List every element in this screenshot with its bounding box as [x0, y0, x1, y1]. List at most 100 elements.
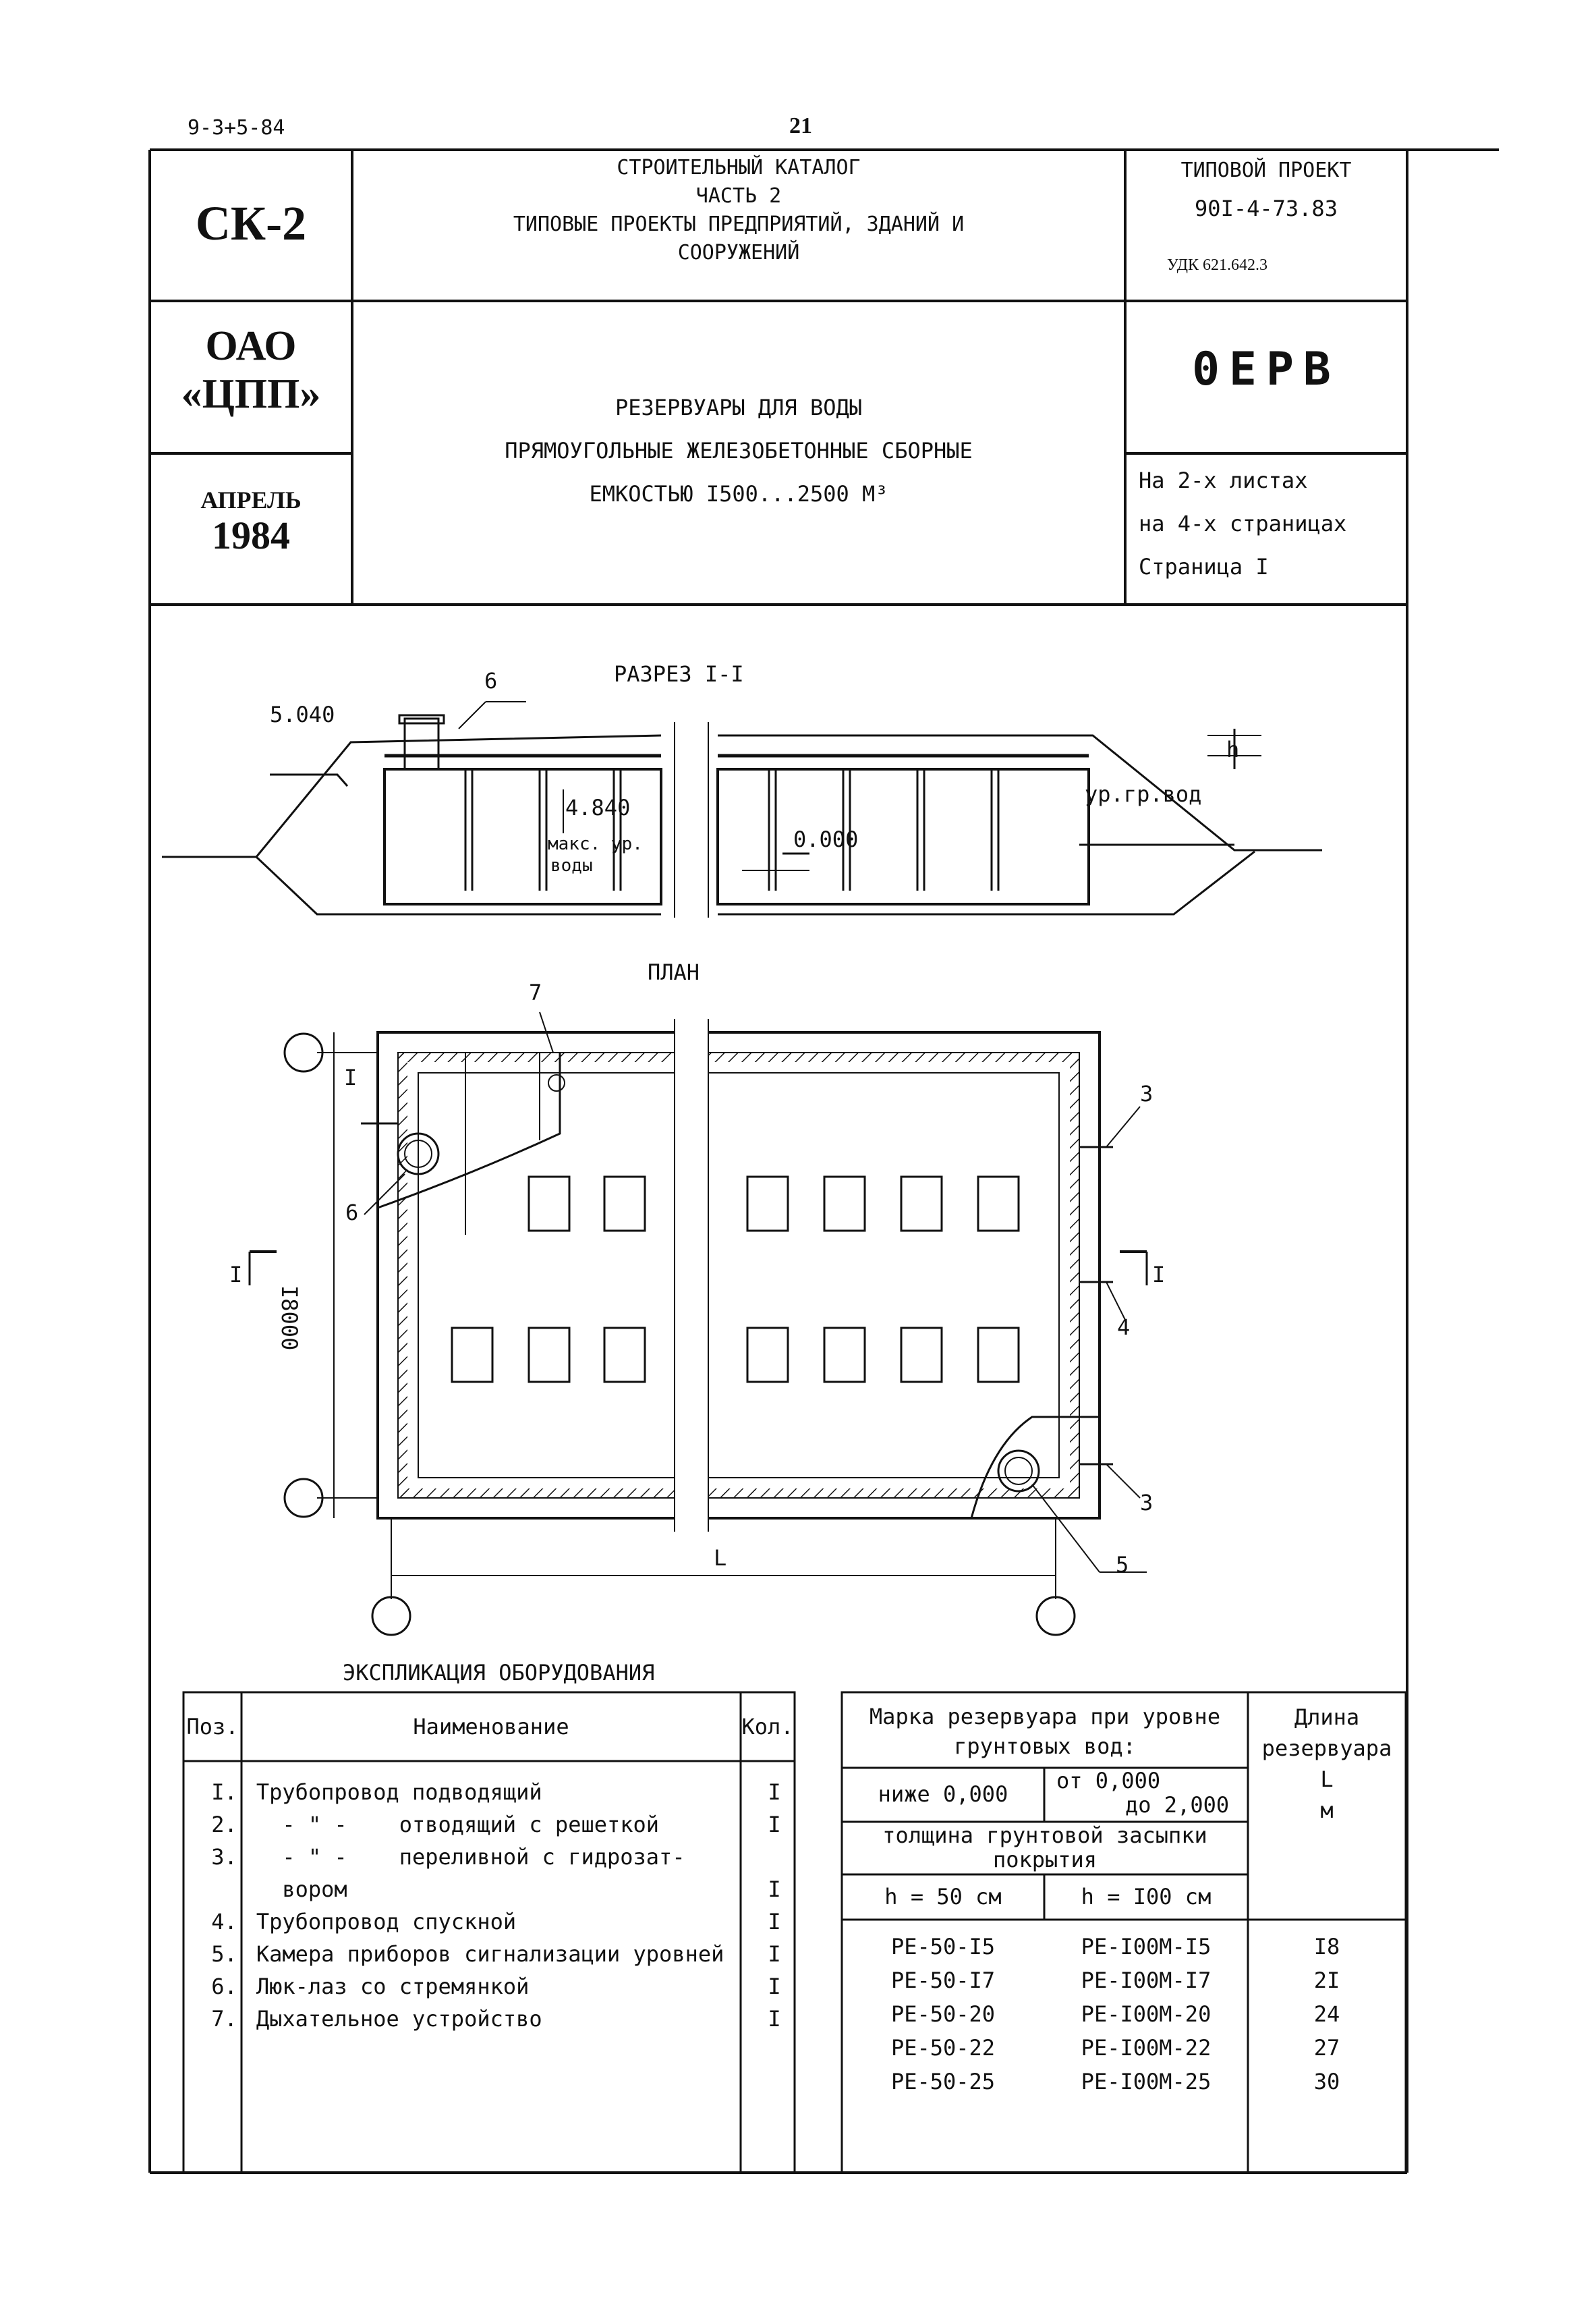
section-drawing — [162, 701, 1322, 918]
marks-cover-header: толщина грунтовой засыпки покрытия — [842, 1823, 1248, 1872]
project-label: ТИПОВОЙ ПРОЕКТ — [1180, 159, 1352, 182]
marks-to-two: до 2,000 — [1125, 1792, 1230, 1818]
issue-year: 1984 — [212, 513, 290, 557]
org-line: «ЦПП» — [181, 371, 321, 418]
row-qty: I — [768, 1779, 781, 1805]
row-name: Камера приборов сигнализации уровней — [256, 1941, 724, 1967]
equipment-header-qty: Кол. — [741, 1714, 794, 1739]
row-name: вором — [256, 1876, 347, 1902]
equipment-table-grid — [182, 1691, 796, 2174]
equipment-header-name: Наименование — [413, 1714, 569, 1739]
callout-3-top: 3 — [1140, 1081, 1153, 1107]
row-name: Дыхательное устройство — [256, 2006, 542, 2032]
row-name: Люк-лаз со стремянкой — [256, 1974, 530, 1999]
project-number: 90I-4-73.83 — [1195, 196, 1338, 221]
row-name: - " - переливной с гидрозат- — [256, 1844, 685, 1870]
mark-100: РЕ-I00М-22 — [1081, 2035, 1212, 2061]
cut-mark-right: I — [1152, 1262, 1166, 1287]
row-pos: 3. — [211, 1844, 237, 1870]
document-title: РЕЗЕРВУАРЫ ДЛЯ ВОДЫ ПРЯМОУГОЛЬНЫЕ ЖЕЛЕЗО… — [352, 386, 1125, 515]
marks-from-zero: от 0,000 — [1056, 1768, 1161, 1793]
marks-table-grid — [840, 1691, 1407, 2174]
catalog-id: СК-2 — [195, 196, 307, 250]
marks-header-line: грунтовых вод: — [954, 1733, 1136, 1759]
row-qty: I — [768, 1876, 781, 1902]
marks-h100-header: h = I00 см — [1081, 1884, 1212, 1910]
elevation-zero: 0.000 — [793, 827, 859, 852]
length-header-line: м — [1320, 1798, 1334, 1823]
row-pos — [183, 1873, 237, 1905]
mark-50: РЕ-50-I7 — [890, 1968, 996, 1993]
section-title: РАЗРЕЗ I-I — [614, 661, 744, 687]
mark-100: РЕ-I00М-I7 — [1081, 1968, 1212, 1993]
plan-title: ПЛАН — [648, 959, 700, 985]
mark-50: РЕ-50-20 — [890, 2001, 996, 2027]
elevation-roof: 4.840 — [565, 795, 631, 820]
section-mark-top: I — [344, 1065, 358, 1090]
mark-100: РЕ-I00М-20 — [1081, 2001, 1212, 2027]
mark-length: 30 — [1313, 2069, 1340, 2094]
max-level-label: макс. ур. — [548, 834, 643, 854]
row-qty — [754, 1841, 795, 1873]
catalog-title: СТРОИТЕЛЬНЫЙ КАТАЛОГ ЧАСТЬ 2 ТИПОВЫЕ ПРО… — [352, 154, 1125, 267]
mark-length: I8 — [1313, 1934, 1340, 1959]
cut-mark-left: I — [229, 1262, 243, 1287]
sheet-line: на 4-х страницах — [1139, 511, 1347, 536]
table-row: РЕ-50-I7 РЕ-I00М-I7 2I — [842, 1963, 1406, 1997]
mark-length: 2I — [1313, 1968, 1340, 1993]
row-name: Трубопровод подводящий — [256, 1779, 542, 1805]
catalog-line: СТРОИТЕЛЬНЫЙ КАТАЛОГ — [617, 156, 861, 179]
length-header-line: L — [1320, 1766, 1334, 1792]
row-name: Трубопровод спускной — [256, 1909, 517, 1934]
callout-3-bottom: 3 — [1140, 1490, 1153, 1515]
title-line: РЕЗЕРВУАРЫ ДЛЯ ВОДЫ — [615, 395, 863, 420]
length-header: Длина резервуара L м — [1248, 1702, 1406, 1826]
callout-6-section: 6 — [484, 668, 498, 694]
mark-50: РЕ-50-25 — [890, 2069, 996, 2094]
elevation-top: 5.040 — [270, 702, 335, 727]
width-dimension: I8000 — [277, 1285, 302, 1351]
marks-below-zero: ниже 0,000 — [878, 1781, 1008, 1807]
row-qty: I — [768, 1941, 781, 1967]
page-number: 21 — [789, 113, 812, 138]
row-qty: I — [768, 1812, 781, 1837]
length-dimension: L — [714, 1545, 727, 1571]
mark-length: 27 — [1313, 2035, 1340, 2061]
title-line: ПРЯМОУГОЛЬНЫЕ ЖЕЛЕЗОБЕТОННЫЕ СБОРНЫЕ — [505, 438, 973, 464]
length-header-line: Длина — [1294, 1704, 1360, 1730]
mark-50: РЕ-50-22 — [890, 2035, 996, 2061]
equipment-header-pos: Поз. — [186, 1714, 239, 1739]
udk-code: УДК 621.642.3 — [1167, 256, 1267, 274]
organization: ОАО «ЦПП» — [150, 323, 352, 419]
row-name: - " - отводящий с решеткой — [256, 1812, 660, 1837]
row-pos: 7. — [211, 2006, 237, 2032]
row-qty: I — [768, 1974, 781, 1999]
marks-header-line: Марка резервуара при уровне — [869, 1704, 1221, 1729]
row-pos: 2. — [211, 1812, 237, 1837]
callout-6: 6 — [345, 1200, 359, 1225]
table-row: РЕ-50-25 РЕ-I00М-25 30 — [842, 2065, 1406, 2098]
table-row: 3. - " - переливной с гидрозат- — [183, 1841, 795, 1873]
table-row: 2. - " - отводящий с решеткой I — [183, 1808, 795, 1841]
title-line: ЕМКОСТЬЮ I500...2500 М³ — [589, 481, 888, 507]
marks-cover-line: толщина грунтовой засыпки — [882, 1822, 1207, 1848]
mark-100: РЕ-I00М-25 — [1081, 2069, 1212, 2094]
catalog-line: ЧАСТЬ 2 — [695, 184, 782, 208]
marks-main-header: Марка резервуара при уровне грунтовых во… — [842, 1702, 1248, 1761]
callout-4: 4 — [1117, 1314, 1131, 1340]
table-row: I. Трубопровод подводящий I — [183, 1776, 795, 1808]
row-pos: I. — [211, 1779, 237, 1805]
mark-length: 24 — [1313, 2001, 1340, 2027]
issue-month: АПРЕЛЬ — [200, 486, 302, 513]
plan-column-pads — [451, 1175, 1020, 1383]
org-line: ОАО — [205, 323, 297, 369]
sheet-info: На 2-х листах на 4-х страницах Страница … — [1139, 459, 1346, 588]
callout-5: 5 — [1116, 1552, 1129, 1578]
marks-h50-header: h = 50 см — [884, 1884, 1002, 1910]
